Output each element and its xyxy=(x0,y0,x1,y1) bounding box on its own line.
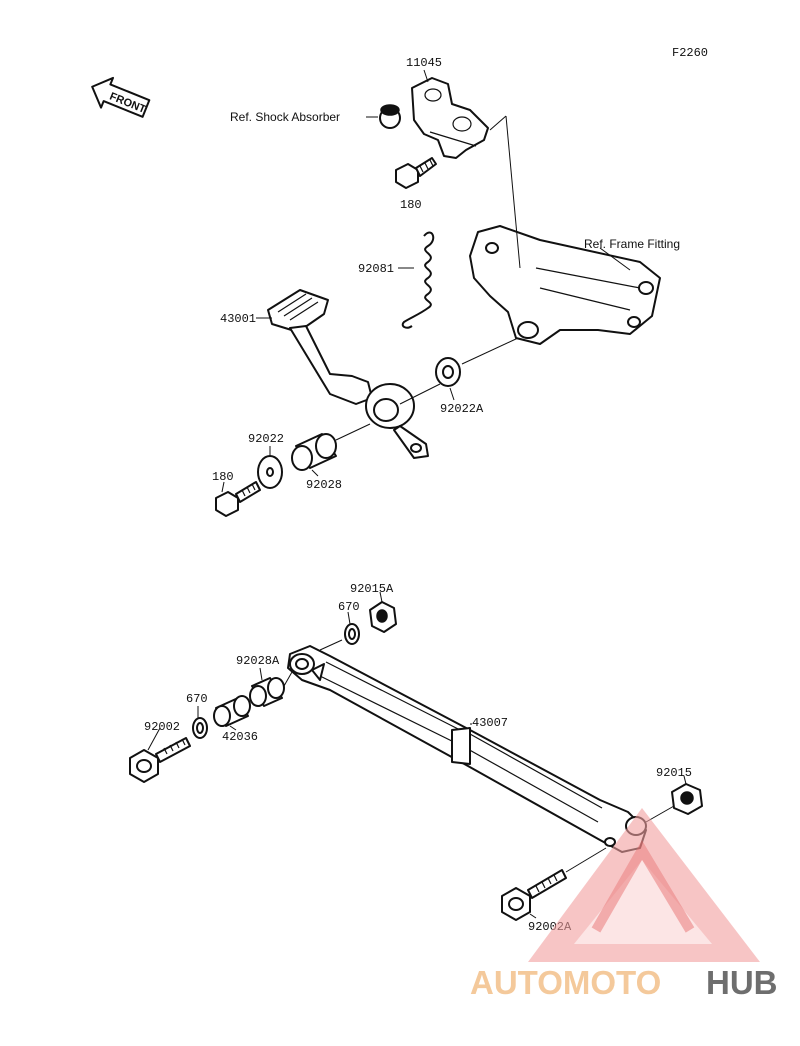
figure-code: F2260 xyxy=(672,46,708,60)
nut-92015 xyxy=(671,783,703,815)
washer-92022 xyxy=(257,455,283,489)
bolt-180-top xyxy=(395,157,437,189)
collar-42036 xyxy=(213,695,251,727)
label-92015: 92015 xyxy=(656,766,692,780)
watermark-logo: AUTOMOTO HUB xyxy=(470,808,778,1001)
label-43007: 43007 xyxy=(472,716,508,730)
label-180-lower: 180 xyxy=(212,470,234,484)
label-92015A: 92015A xyxy=(350,582,394,596)
washer-92022A xyxy=(435,357,461,387)
rod-43007 xyxy=(287,645,647,853)
label-43001: 43001 xyxy=(220,312,256,326)
washer-670-left xyxy=(192,717,208,739)
label-180-top: 180 xyxy=(400,198,422,212)
label-42036: 42036 xyxy=(222,730,258,744)
label-11045: 11045 xyxy=(406,56,442,70)
shock-absorber-bushing xyxy=(379,104,401,129)
bolt-92002A xyxy=(501,869,567,921)
frame-fitting xyxy=(469,225,661,345)
bracket-11045 xyxy=(411,77,489,159)
brake-pedal-43001 xyxy=(267,289,429,459)
label-ref-frame-fitting: Ref. Frame Fitting xyxy=(584,237,680,251)
bolt-92002 xyxy=(129,737,191,783)
bolt-180-lower xyxy=(215,481,261,517)
nut-92015A xyxy=(369,601,397,633)
label-92028A: 92028A xyxy=(236,654,280,668)
label-92022: 92022 xyxy=(248,432,284,446)
label-92022A: 92022A xyxy=(440,402,484,416)
label-92028: 92028 xyxy=(306,478,342,492)
label-92002: 92002 xyxy=(144,720,180,734)
washer-670-top xyxy=(344,623,360,645)
svg-text:AUTOMOTO: AUTOMOTO xyxy=(470,964,661,1001)
label-670-left: 670 xyxy=(186,692,208,706)
label-670-top: 670 xyxy=(338,600,360,614)
collar-92028 xyxy=(291,433,337,471)
front-arrow-icon: FRONT xyxy=(91,76,151,118)
label-ref-shock-absorber: Ref. Shock Absorber xyxy=(230,110,340,124)
svg-text:HUB: HUB xyxy=(706,964,778,1001)
label-92081: 92081 xyxy=(358,262,394,276)
spring-92081 xyxy=(401,231,435,329)
collar-92028A xyxy=(249,677,285,707)
